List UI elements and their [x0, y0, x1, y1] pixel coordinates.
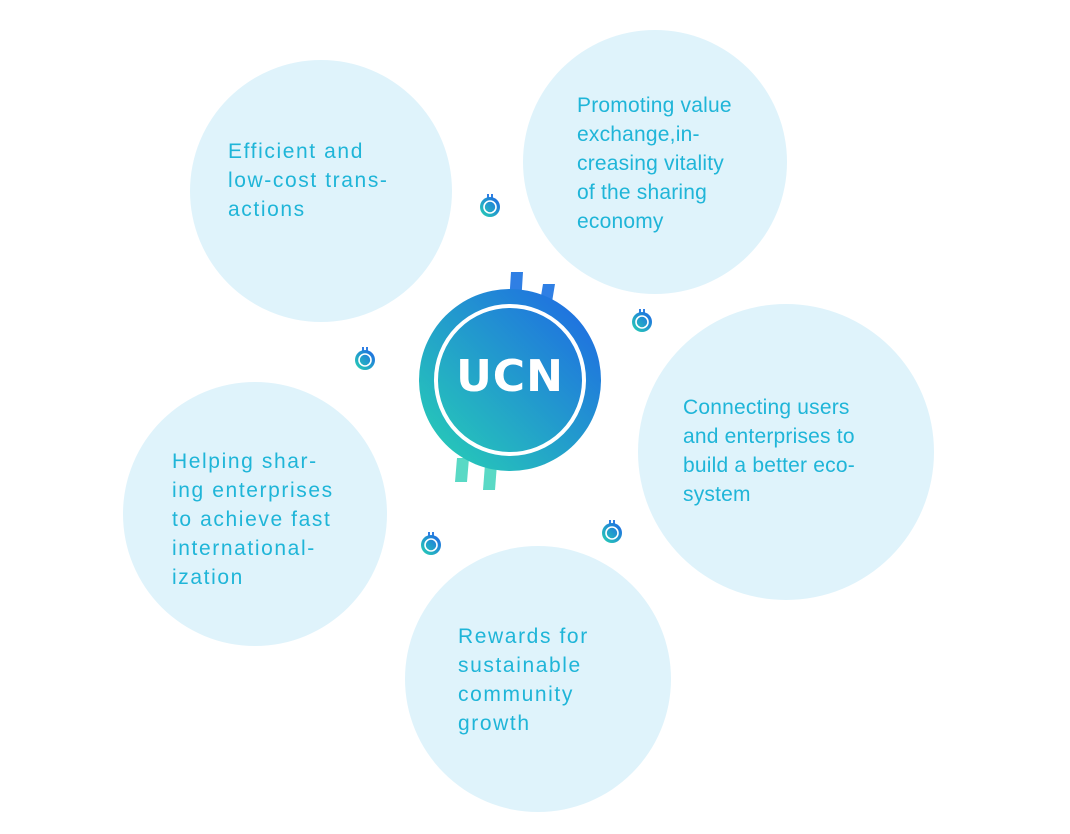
coin-icon	[632, 309, 652, 332]
benefit-rewards-text: Rewards for sustainable community growth	[458, 625, 589, 735]
benefit-internationalization-text: Helping shar- ing enterprises to achieve…	[172, 450, 334, 589]
bubble-internationalization	[123, 382, 387, 646]
bubble-value-exchange	[523, 30, 787, 294]
coin-icon	[421, 532, 441, 555]
coin-icon	[480, 194, 500, 217]
ucn-coin-icon	[419, 272, 601, 490]
coin-icon	[602, 520, 622, 543]
benefit-value-exchange-text: Promoting value exchange,in- creasing vi…	[577, 94, 732, 233]
ucn-label: UCN	[456, 351, 564, 402]
bubble-rewards	[405, 546, 671, 812]
ucn-hub-coin: UCN	[410, 268, 610, 498]
bubble-connecting	[638, 304, 934, 600]
coin-icon	[355, 347, 375, 370]
benefit-connecting-text: Connecting users and enterprises to buil…	[683, 396, 855, 506]
benefit-low-cost-text: Efficient and low-cost trans- actions	[228, 140, 389, 221]
bubble-low-cost	[190, 60, 452, 322]
